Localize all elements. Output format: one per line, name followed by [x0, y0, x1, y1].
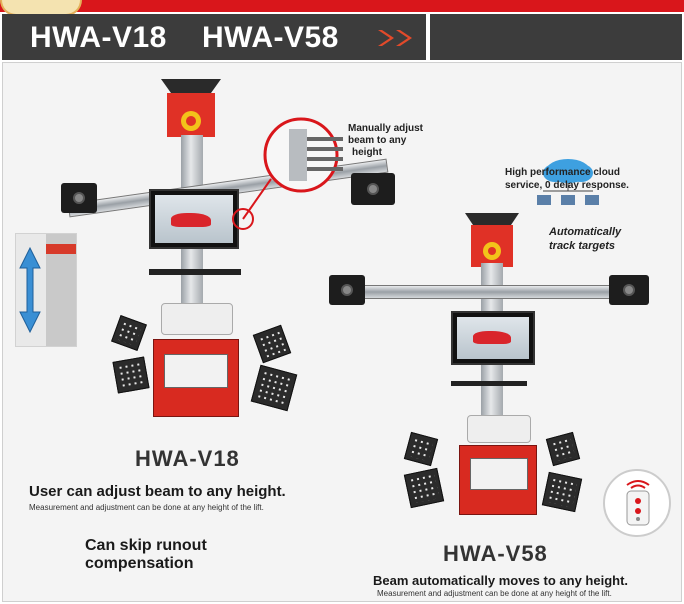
cloud-line-2: service, 0 delay response. — [505, 180, 629, 191]
header-bar: HWA-V18 HWA-V58 — [2, 14, 426, 60]
v18-target-fl — [111, 315, 147, 351]
v58-right-camera — [609, 275, 649, 305]
v58-target-rr — [541, 471, 583, 513]
v58-feature: Beam automatically moves to any height. — [373, 573, 629, 588]
v18-camera-head — [161, 79, 221, 137]
cloud-service-graphic — [533, 155, 603, 215]
beam-height-indicator — [15, 233, 77, 347]
manual-beam-line-2: beam to any — [348, 135, 407, 146]
v58-camera-head — [465, 213, 519, 267]
v18-target-fr — [252, 324, 292, 364]
header-model-a: HWA-V18 — [30, 21, 167, 54]
v18-target-rr — [250, 364, 298, 412]
v58-crossbeam — [335, 285, 649, 299]
auto-track-callout: Automatically track targets — [549, 225, 621, 253]
header-model-b: HWA-V58 — [202, 21, 339, 54]
v18-cabinet — [153, 339, 239, 417]
v58-detail: Measurement and adjustment can be done a… — [377, 589, 612, 598]
v18-keyboard-shelf — [149, 269, 241, 275]
cloud-icon — [537, 159, 599, 205]
v58-model-name: HWA-V58 — [443, 541, 548, 566]
v18-detail: Measurement and adjustment can be done a… — [29, 503, 264, 512]
runout-line-2: compensation — [85, 555, 194, 572]
runout-line-1: Can skip runout — [85, 537, 207, 554]
v58-target-rl — [403, 467, 445, 509]
up-down-arrow-icon — [19, 234, 76, 346]
v58-left-camera — [329, 275, 365, 305]
v18-right-camera — [351, 173, 395, 205]
product-illustration-area: Manually adjust beam to any height HWA-V… — [2, 62, 682, 602]
double-chevron-right-icon — [378, 30, 412, 46]
v18-left-camera — [61, 183, 97, 213]
magnifier-callout — [232, 117, 343, 230]
remote-control-graphic — [603, 469, 671, 537]
v18-model-name: HWA-V18 — [135, 446, 240, 471]
manual-beam-line-1: Manually adjust — [348, 123, 424, 134]
auto-track-line-2: track targets — [549, 240, 616, 252]
v58-target-fl — [403, 431, 439, 467]
cloud-callout: High performance cloud service, 0 delay … — [505, 166, 629, 192]
manual-beam-line-3: height — [352, 147, 382, 158]
top-accent-bar — [0, 0, 684, 12]
v18-target-rl — [112, 356, 150, 394]
v18-monitor — [149, 189, 239, 249]
header-side-panel — [430, 14, 682, 60]
v58-printer — [467, 415, 531, 443]
v18-printer — [161, 303, 233, 335]
manual-beam-callout: Manually adjust beam to any height — [348, 123, 423, 159]
v18-runout-note: Can skip runout compensation — [85, 537, 207, 573]
v18-feature: User can adjust beam to any height. — [29, 483, 286, 500]
v58-target-fr — [545, 431, 581, 467]
cloud-line-1: High performance cloud — [505, 167, 621, 178]
remote-control-icon — [626, 480, 650, 526]
auto-track-line-1: Automatically — [549, 226, 622, 238]
v58-cabinet — [459, 445, 537, 515]
v58-monitor — [451, 311, 535, 365]
v58-keyboard-shelf — [451, 381, 527, 386]
